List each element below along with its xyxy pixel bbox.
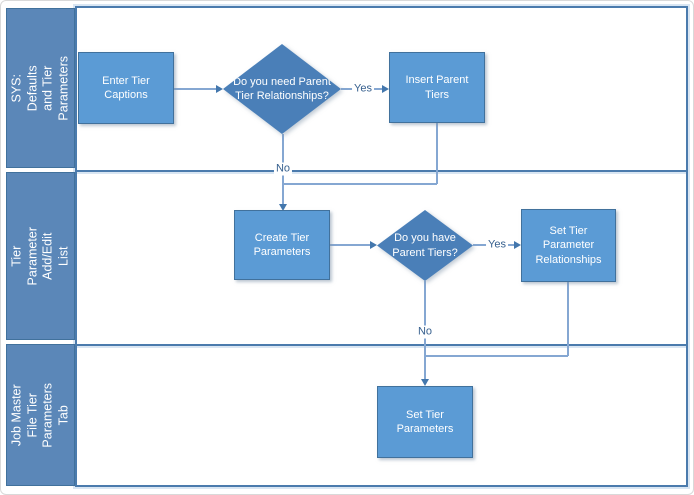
decision-label: Do you need Parent Tier Relationships?	[223, 44, 341, 134]
arrowhead-icon	[216, 85, 223, 93]
connector-set-relationships-join	[424, 355, 568, 357]
lane-header-job-master-tab: Job Master File Tier Parameters Tab	[6, 344, 75, 486]
arrowhead-icon	[382, 85, 389, 93]
connector-set-relationships-down	[567, 282, 569, 356]
swimlane-body	[75, 6, 688, 487]
arrowhead-icon	[370, 241, 377, 249]
process-enter-tier-captions: Enter Tier Captions	[78, 52, 174, 124]
edge-label-no-1: No	[273, 162, 293, 176]
edge-label-yes-1: Yes	[352, 82, 374, 96]
arrowhead-icon	[514, 241, 521, 249]
lane-header-label: Job Master File Tier Parameters Tab	[9, 382, 71, 448]
decision-have-parent-tiers: Do you have Parent Tiers?	[377, 210, 473, 281]
connector-insert-parent-tiers-down	[436, 123, 438, 184]
lane-header-label: Tier Parameter Add/Edit List	[9, 226, 71, 286]
process-insert-parent-tiers: Insert Parent Tiers	[389, 52, 485, 123]
lane-divider-2	[77, 344, 686, 346]
lane-header-tier-parameter-list: Tier Parameter Add/Edit List	[6, 172, 75, 340]
decision-need-parent-tier-relationships: Do you need Parent Tier Relationships?	[223, 44, 341, 134]
connector-enter-to-decision1	[174, 88, 216, 90]
edge-label-no-2: No	[415, 325, 435, 339]
lane-divider-1	[77, 170, 686, 172]
decision-label: Do you have Parent Tiers?	[377, 210, 473, 281]
connector-insert-parent-tiers-join	[283, 183, 437, 185]
connector-create-to-decision2	[330, 244, 370, 246]
arrowhead-icon	[421, 379, 429, 386]
arrowhead-icon	[279, 204, 287, 211]
lane-header-sys-defaults: SYS: Defaults and Tier Parameters	[6, 8, 75, 168]
lane-header-label: SYS: Defaults and Tier Parameters	[9, 55, 71, 121]
process-create-tier-parameters: Create Tier Parameters	[234, 210, 330, 280]
edge-label-yes-2: Yes	[486, 238, 508, 252]
process-set-tier-parameter-relationships: Set Tier Parameter Relationships	[521, 209, 616, 282]
process-set-tier-parameters: Set Tier Parameters	[377, 386, 473, 458]
